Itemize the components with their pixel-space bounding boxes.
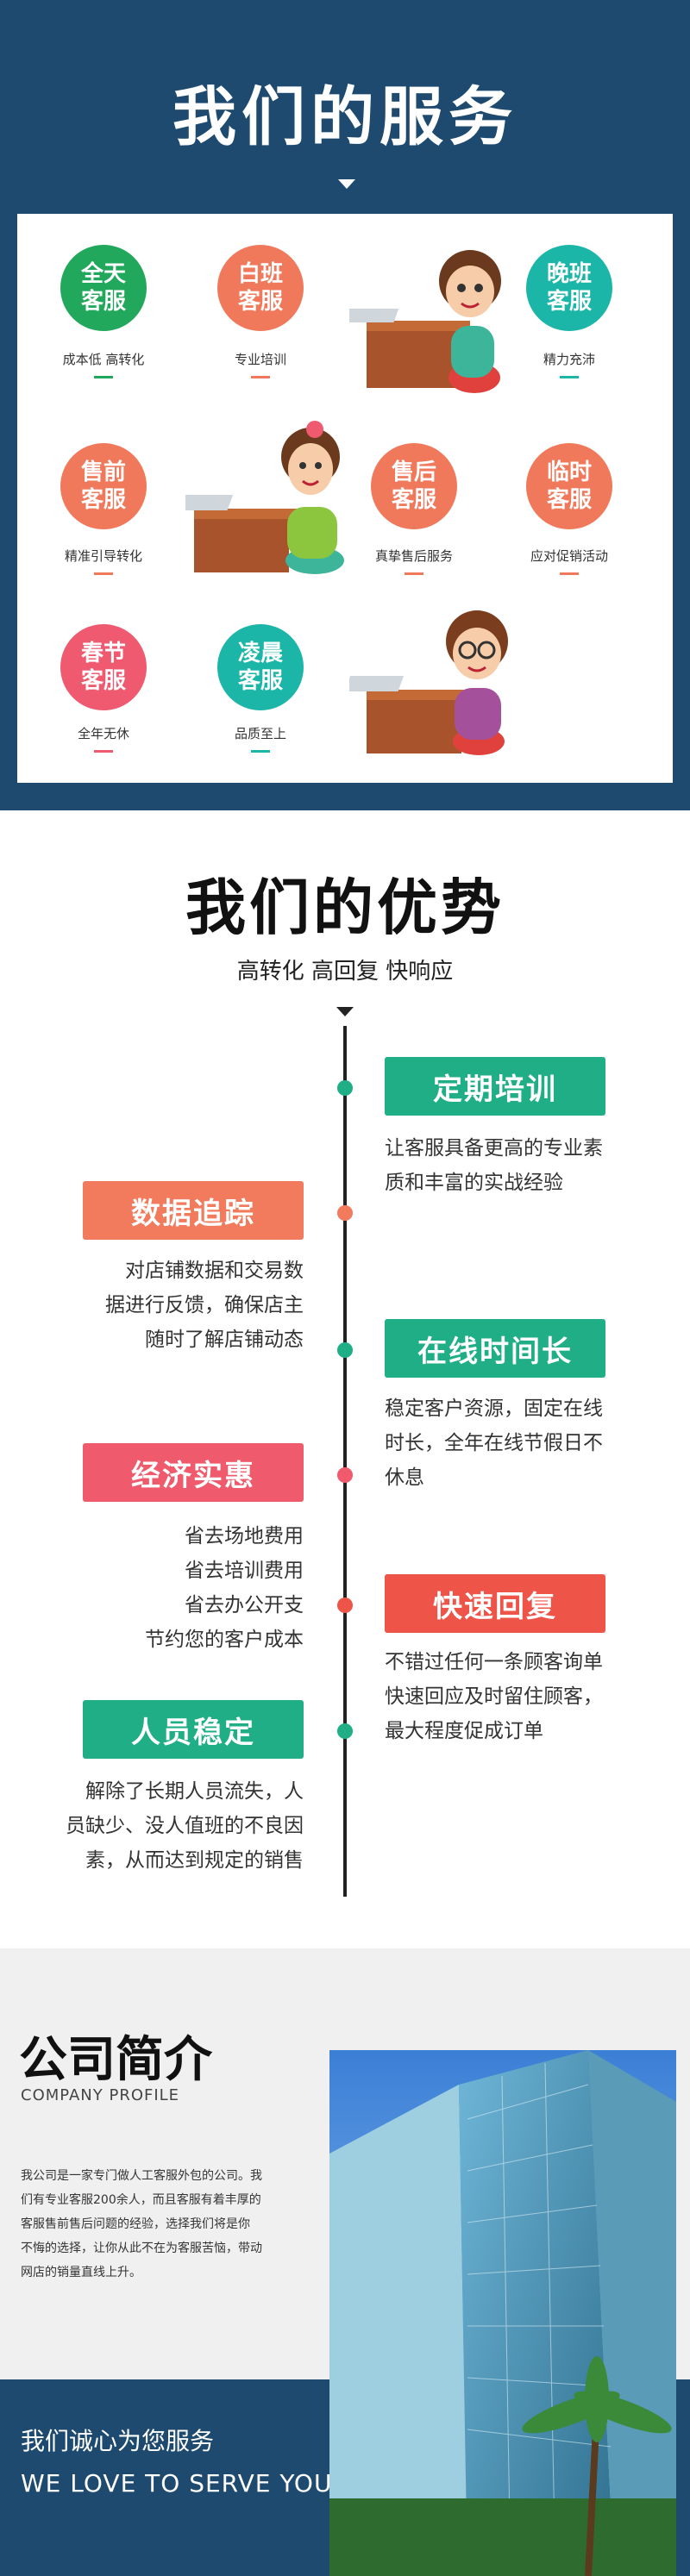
timeline-dot	[337, 1205, 353, 1221]
customer-service-agent-illustration	[185, 421, 344, 574]
timeline-dot	[337, 1467, 353, 1483]
advantages-subtitle: 高转化 高回复 快响应	[236, 959, 454, 985]
accent-underline	[94, 376, 113, 378]
accent-underline	[405, 572, 423, 575]
advantage-tag-fast-reply: 快速回复	[385, 1574, 605, 1633]
advantage-desc-fast-reply: 不错过任何一条顾客询单 快速回应及时留住顾客， 最大程度促成订单	[385, 1645, 669, 1748]
service-caption: 精准引导转化	[64, 548, 142, 564]
service-badge-nightshift: 晚班 客服	[526, 245, 612, 331]
service-badge-dayshift: 白班 客服	[217, 245, 304, 331]
desc-line: 随时了解店铺动态	[145, 1329, 304, 1351]
service-badge-line2: 客服	[391, 487, 436, 513]
description-line: 我公司是一家专门做人工客服外包的公司。我	[21, 2169, 262, 2183]
desc-line: 快速回应及时留住顾客，	[385, 1685, 603, 1708]
advantage-desc-data-tracking: 对店铺数据和交易数 据进行反馈，确保店主 随时了解店铺动态	[17, 1254, 304, 1357]
service-badge-line1: 售前	[80, 460, 126, 485]
advantage-desc-training: 让客服具备更高的专业素 质和丰富的实战经验	[385, 1131, 669, 1200]
advantage-tag-online-time: 在线时间长	[385, 1319, 605, 1378]
timeline-dot	[337, 1597, 353, 1613]
service-badge-line2: 客服	[546, 289, 592, 315]
service-badge-line2: 客服	[237, 668, 283, 694]
service-badge-springfestival: 春节 客服	[60, 624, 147, 710]
desc-line: 省去场地费用	[185, 1525, 304, 1547]
service-caption: 品质至上	[234, 726, 286, 741]
timeline-line	[343, 1026, 347, 1897]
service-badge-allday: 全天 客服	[60, 245, 147, 331]
advantage-desc-online-time: 稳定客户资源，固定在线 时长，全年在线节假日不 休息	[385, 1391, 669, 1495]
service-badge-line2: 客服	[546, 487, 592, 513]
desc-line: 让客服具备更高的专业素	[385, 1137, 603, 1160]
advantage-tag-training: 定期培训	[385, 1057, 605, 1116]
desc-line: 员缺少、没人值班的不良因	[66, 1815, 304, 1837]
services-section: 我们的服务 全天 客服 成本低 高转化 白班 客服 专业培训	[0, 0, 690, 810]
service-badge-line1: 白班	[237, 261, 283, 287]
desc-line: 时长，全年在线节假日不	[385, 1432, 603, 1454]
advantage-desc-stable-staff: 解除了长期人员流失，人 员缺少、没人值班的不良因 素，从而达到规定的销售	[17, 1774, 304, 1878]
desc-line: 对店铺数据和交易数	[125, 1260, 304, 1282]
timeline-dot	[337, 1723, 353, 1739]
service-caption: 全年无休	[77, 726, 129, 741]
desc-line: 休息	[385, 1466, 424, 1489]
description-line: 网店的销量直线上升。	[21, 2266, 141, 2279]
accent-underline	[251, 750, 270, 753]
service-badge-line2: 客服	[237, 289, 283, 315]
desc-line: 节约您的客户成本	[145, 1629, 304, 1651]
desc-line: 质和丰富的实战经验	[385, 1172, 563, 1194]
service-badge-line1: 凌晨	[237, 641, 283, 666]
slogan-cn: 我们诚心为您服务	[21, 2427, 215, 2455]
desc-line: 最大程度促成订单	[385, 1720, 543, 1742]
service-badge-temporary: 临时 客服	[526, 443, 612, 529]
advantage-tag-stable-staff: 人员稳定	[83, 1700, 304, 1759]
service-badge-line1: 春节	[80, 641, 126, 666]
company-title: 公司简介	[19, 2032, 212, 2088]
down-arrow-icon	[336, 1007, 354, 1016]
service-badge-line2: 客服	[80, 668, 126, 694]
advantage-desc-economical: 省去场地费用 省去培训费用 省去办公开支 节约您的客户成本	[17, 1519, 304, 1657]
accent-underline	[560, 572, 579, 575]
accent-underline	[94, 572, 113, 575]
desc-line: 不错过任何一条顾客询单	[385, 1651, 603, 1673]
service-badge-aftersales: 售后 客服	[371, 443, 457, 529]
service-caption: 真挚售后服务	[374, 548, 453, 564]
advantage-tag-data-tracking: 数据追踪	[83, 1181, 304, 1240]
desc-line: 解除了长期人员流失，人	[85, 1780, 304, 1803]
accent-underline	[94, 750, 113, 753]
services-panel: 全天 客服 成本低 高转化 白班 客服 专业培训 晚班 客服 精力充沛	[17, 214, 673, 783]
service-caption: 应对促销活动	[530, 548, 608, 564]
desc-line: 省去办公开支	[185, 1594, 304, 1616]
desc-line: 据进行反馈，确保店主	[105, 1294, 304, 1316]
service-badge-line2: 客服	[80, 487, 126, 513]
services-title: 我们的服务	[172, 80, 518, 154]
customer-service-agent-illustration	[349, 250, 501, 393]
office-building-photo	[329, 2050, 676, 2576]
down-arrow-icon	[338, 179, 355, 189]
service-badge-line1: 临时	[546, 460, 592, 485]
accent-underline	[560, 376, 579, 378]
service-caption: 精力充沛	[543, 352, 595, 367]
description-line: 客服售前售后问题的经验，选择我们将是你	[21, 2217, 250, 2231]
desc-line: 稳定客户资源，固定在线	[385, 1397, 603, 1420]
service-badge-earlymorning: 凌晨 客服	[217, 624, 304, 710]
advantages-title: 我们的优势	[185, 872, 505, 943]
timeline-dot	[337, 1342, 353, 1358]
description-line: 不悔的选择，让你从此不在为客服苦恼，带动	[21, 2241, 262, 2255]
timeline-dot	[337, 1080, 353, 1096]
advantage-tag-economical: 经济实惠	[83, 1443, 304, 1502]
service-badge-line2: 客服	[80, 289, 126, 315]
company-subtitle: COMPANY PROFILE	[21, 2086, 180, 2104]
service-badge-line1: 晚班	[546, 261, 592, 287]
service-badge-presales: 售前 客服	[60, 443, 147, 529]
customer-service-agent-illustration	[349, 610, 508, 755]
desc-line: 省去培训费用	[185, 1560, 304, 1582]
service-caption: 成本低 高转化	[62, 352, 145, 367]
desc-line: 素，从而达到规定的销售	[85, 1849, 304, 1872]
accent-underline	[251, 376, 270, 378]
slogan-en: WE LOVE TO SERVE YOU	[21, 2469, 333, 2498]
company-profile-section: 公司简介 COMPANY PROFILE 我公司是一家专门做人工客服外包的公司。…	[0, 1948, 690, 2576]
service-badge-line1: 全天	[80, 261, 126, 287]
service-caption: 专业培训	[234, 352, 286, 367]
service-badge-line1: 售后	[391, 460, 436, 485]
description-line: 们有专业客服200余人，而且客服有着丰厚的	[21, 2193, 261, 2207]
company-description: 我公司是一家专门做人工客服外包的公司。我 们有专业客服200余人，而且客服有着丰…	[21, 2164, 314, 2285]
